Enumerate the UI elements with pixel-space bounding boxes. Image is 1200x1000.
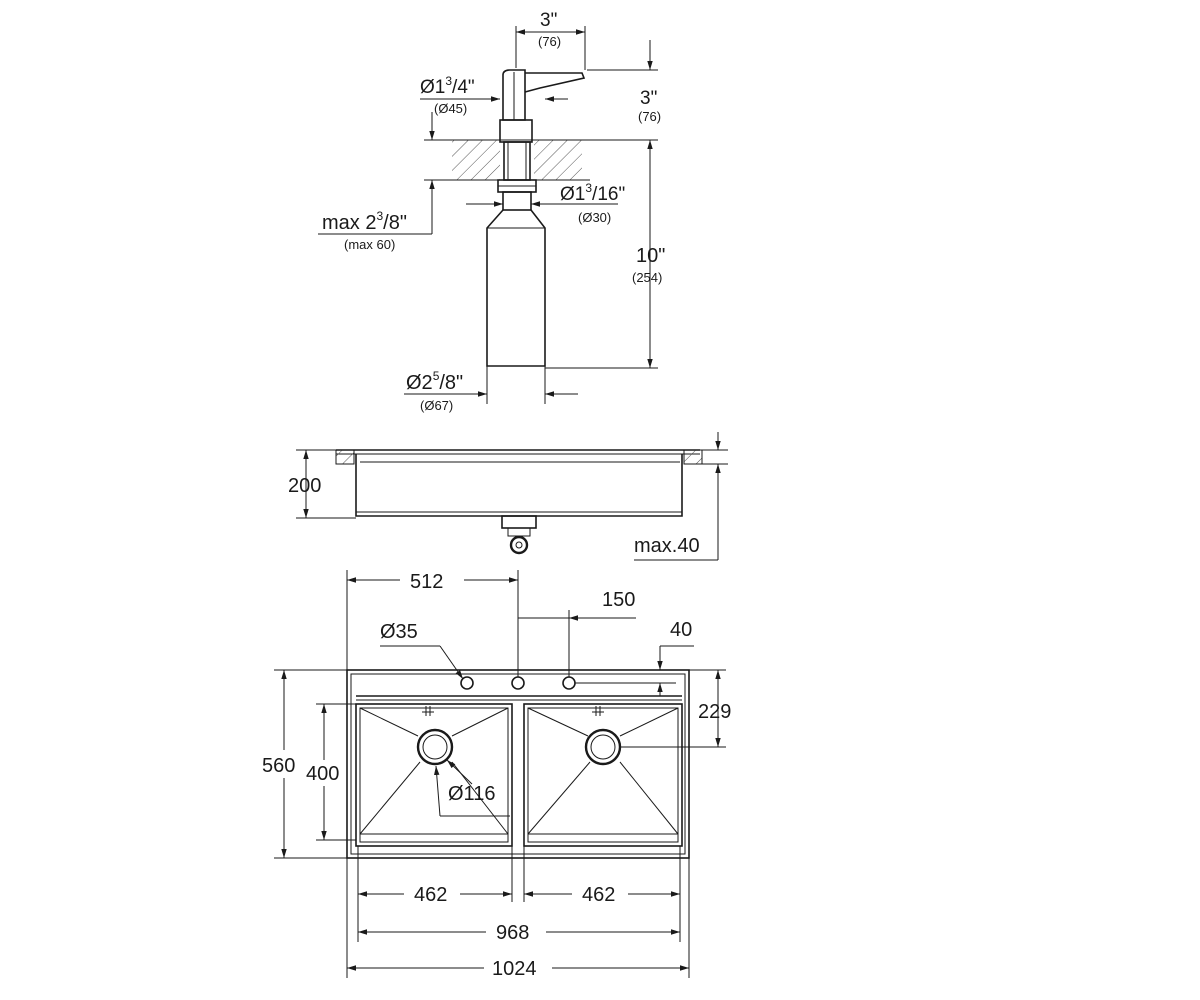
collar-diameter-inch: Ø13/4" — [420, 74, 475, 98]
section-depth: 200 — [288, 475, 321, 497]
shank-diameter-inch: Ø13/16" — [560, 181, 625, 205]
tap-hole-1 — [460, 676, 474, 690]
waste-fitting — [501, 515, 537, 529]
hole-diameter: Ø35 — [380, 621, 418, 643]
bottle-length-inch: 10" — [636, 245, 665, 267]
countertop-section-right — [534, 140, 582, 180]
overall-width: 1024 — [492, 958, 537, 980]
head-width-mm: (76) — [538, 34, 561, 49]
head-width-inch: 3" — [540, 10, 557, 31]
pump-nozzle — [524, 72, 586, 93]
sink-outline — [346, 669, 690, 859]
sink-plan-drawing: 512 150 Ø35 40 229 560 400 — [262, 570, 731, 980]
tap-hole-3 — [562, 676, 576, 690]
max-thickness-mm: (max 60) — [344, 237, 395, 252]
bottle — [486, 209, 546, 367]
bowl-left — [355, 703, 513, 847]
bowl-right — [523, 703, 683, 847]
collar-diameter-mm: (Ø45) — [434, 101, 467, 116]
pump-head — [502, 69, 526, 121]
countertop-section-left — [452, 140, 500, 180]
collar — [499, 119, 533, 143]
drain-offset: 229 — [698, 701, 731, 723]
rim-right — [683, 449, 703, 465]
rim-offset: 40 — [670, 619, 692, 641]
soap-dispenser-drawing: 3" (76) 3" (76) Ø13/4" (Ø45) max 23/8" (… — [318, 10, 665, 413]
head-height-inch: 3" — [640, 88, 657, 109]
max-thickness-inch: max 23/8" — [322, 209, 407, 234]
drain-left — [416, 728, 454, 766]
rim-left — [335, 449, 355, 465]
bowl-left-width: 462 — [414, 884, 447, 906]
bottle-diameter-inch: Ø25/8" — [406, 369, 463, 394]
shank-diameter-mm: (Ø30) — [578, 210, 611, 225]
tap-hole-2 — [511, 676, 525, 690]
bowl-body — [355, 454, 683, 517]
bowl-depth: 400 — [306, 763, 339, 785]
tap-offset: 512 — [410, 571, 443, 593]
bottle-diameter-mm: (Ø67) — [420, 398, 453, 413]
bowl-right-width: 462 — [582, 884, 615, 906]
overall-depth: 560 — [262, 755, 295, 777]
sink-section-drawing: 200 max.40 — [288, 432, 728, 561]
bottle-length-mm: (254) — [632, 270, 662, 285]
bottle-neck — [502, 191, 532, 211]
head-height-mm: (76) — [638, 109, 661, 124]
inner-width: 968 — [496, 922, 529, 944]
hole-spacing: 150 — [602, 589, 635, 611]
drain-diameter: Ø116 — [448, 783, 495, 805]
waste-outlet — [509, 535, 529, 555]
section-max-counter: max.40 — [634, 535, 700, 557]
